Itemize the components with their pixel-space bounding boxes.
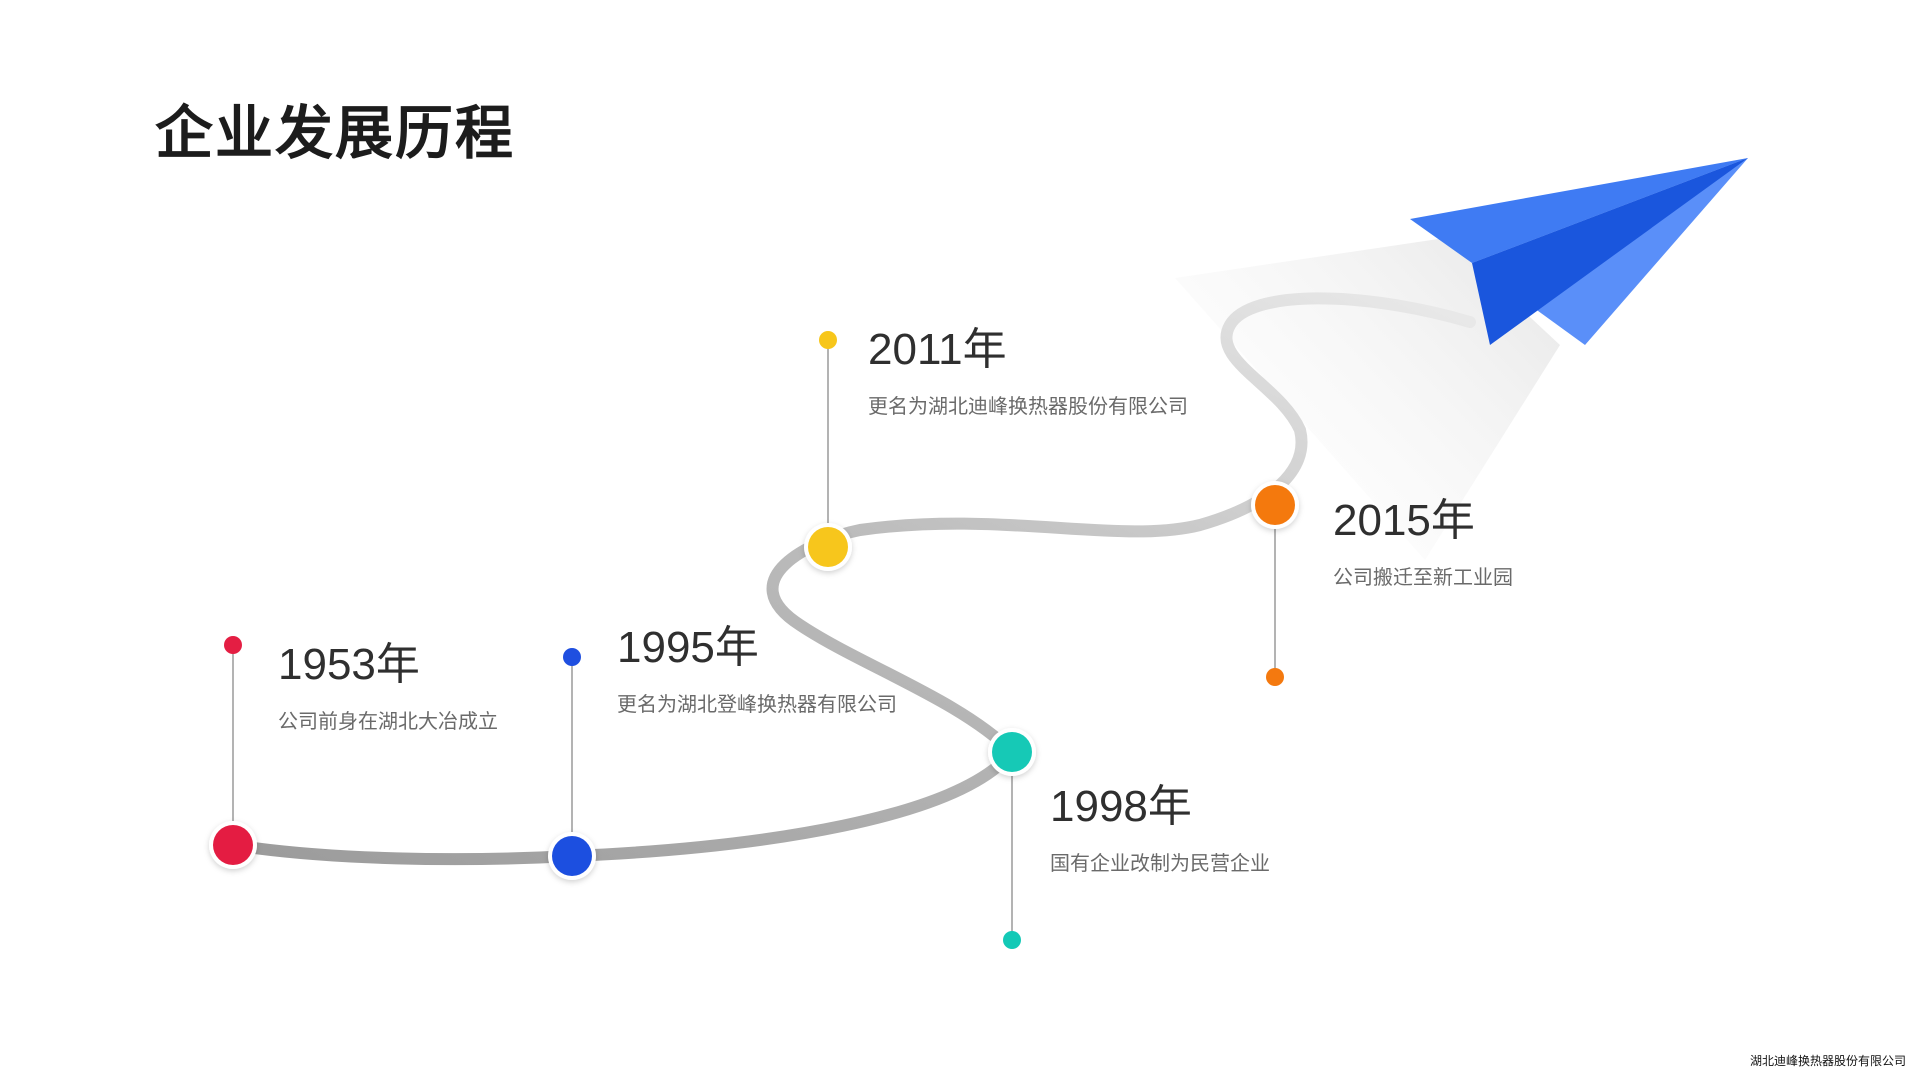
event-1998: 1998年 国有企业改制为民营企业: [1050, 782, 1270, 875]
event-2015: 2015年 公司搬迁至新工业园: [1333, 496, 1513, 589]
end-dot-2011: [819, 331, 837, 349]
milestone-2011-fill: [808, 527, 848, 567]
event-year: 2015年: [1333, 496, 1475, 545]
milestone-1953-fill: [213, 825, 253, 865]
end-dot-1953: [224, 636, 242, 654]
event-1995: 1995年 更名为湖北登峰换热器有限公司: [617, 623, 897, 716]
milestone-1995-fill: [552, 836, 592, 876]
event-year: 2011年: [868, 325, 1007, 374]
event-desc: 更名为湖北迪峰换热器股份有限公司: [868, 394, 1188, 418]
event-desc: 更名为湖北登峰换热器有限公司: [617, 692, 897, 716]
event-year: 1953年: [278, 640, 420, 689]
end-dot-1998: [1003, 931, 1021, 949]
milestone-1998-fill: [992, 732, 1032, 772]
page-title: 企业发展历程: [155, 99, 516, 167]
event-desc: 公司前身在湖北大冶成立: [278, 709, 498, 733]
milestone-2015-fill: [1255, 485, 1295, 525]
end-dot-1995: [563, 648, 581, 666]
footer-company-name: 湖北迪峰换热器股份有限公司: [1749, 1054, 1906, 1068]
event-1953: 1953年 公司前身在湖北大冶成立: [278, 640, 498, 733]
event-year: 1998年: [1050, 782, 1192, 831]
event-desc: 国有企业改制为民营企业: [1050, 851, 1270, 875]
paper-plane-icon: [1410, 158, 1748, 345]
end-dot-2015: [1266, 668, 1284, 686]
event-2011: 2011年 更名为湖北迪峰换热器股份有限公司: [868, 325, 1188, 418]
event-desc: 公司搬迁至新工业园: [1333, 565, 1513, 589]
event-year: 1995年: [617, 623, 759, 672]
